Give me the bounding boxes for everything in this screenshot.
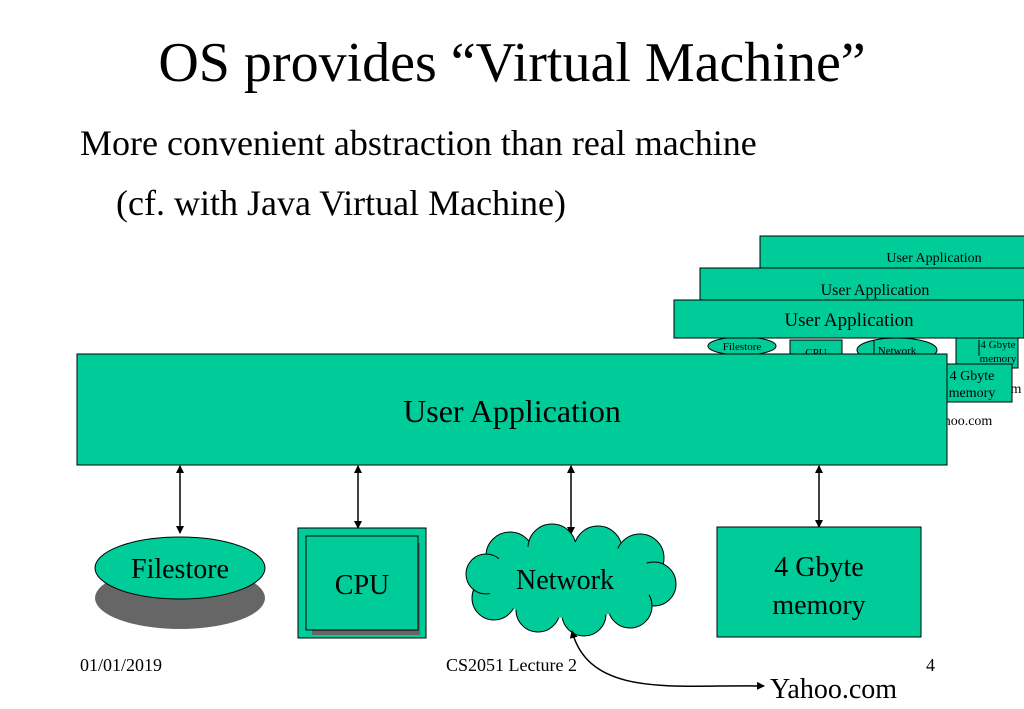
mini-yahoo-label: hoo.com: [944, 414, 993, 429]
network-label: Network: [516, 565, 614, 596]
mini-filestore-label: Filestore: [723, 341, 762, 353]
footer-page-number: 4: [926, 655, 935, 675]
stack-window-3-label: User Application: [886, 251, 981, 266]
stack-window-1-label: User Application: [784, 310, 914, 331]
mini-memory-icon-front: [939, 363, 1013, 403]
filestore-icon: [94, 536, 266, 629]
footer-course: CS2051 Lecture 2: [446, 655, 577, 675]
mini-memory-back-line2: memory: [980, 353, 1017, 365]
yahoo-label: Yahoo.com: [770, 674, 897, 705]
slide-title: OS provides “Virtual Machine”: [158, 32, 866, 94]
memory-line2: memory: [772, 590, 865, 621]
mini-memory-front-line2: memory: [949, 386, 996, 401]
stack-window-2-label: User Application: [821, 282, 930, 299]
network-cloud-icon: [465, 523, 677, 637]
user-application-label: User Application: [403, 393, 621, 429]
mini-m-label: m: [1011, 382, 1022, 397]
mini-memory-icon-back: [955, 337, 1019, 369]
mini-memory-front-line1: 4 Gbyte: [950, 369, 995, 384]
stack-window-1: [673, 299, 1024, 339]
memory-box: [716, 526, 922, 638]
filestore-label: Filestore: [131, 554, 229, 585]
cpu-icon: [297, 527, 427, 639]
mini-memory-back-line1: 4 Gbyte: [980, 339, 1015, 351]
cpu-label: CPU: [335, 570, 389, 601]
user-application-box: [76, 353, 948, 466]
internet-link-arrow: [569, 630, 765, 690]
memory-line1: 4 Gbyte: [774, 552, 863, 583]
bullet-main: More convenient abstraction than real ma…: [80, 123, 757, 163]
footer-date: 01/01/2019: [80, 655, 163, 675]
bullet-sub: (cf. with Java Virtual Machine): [116, 183, 567, 223]
